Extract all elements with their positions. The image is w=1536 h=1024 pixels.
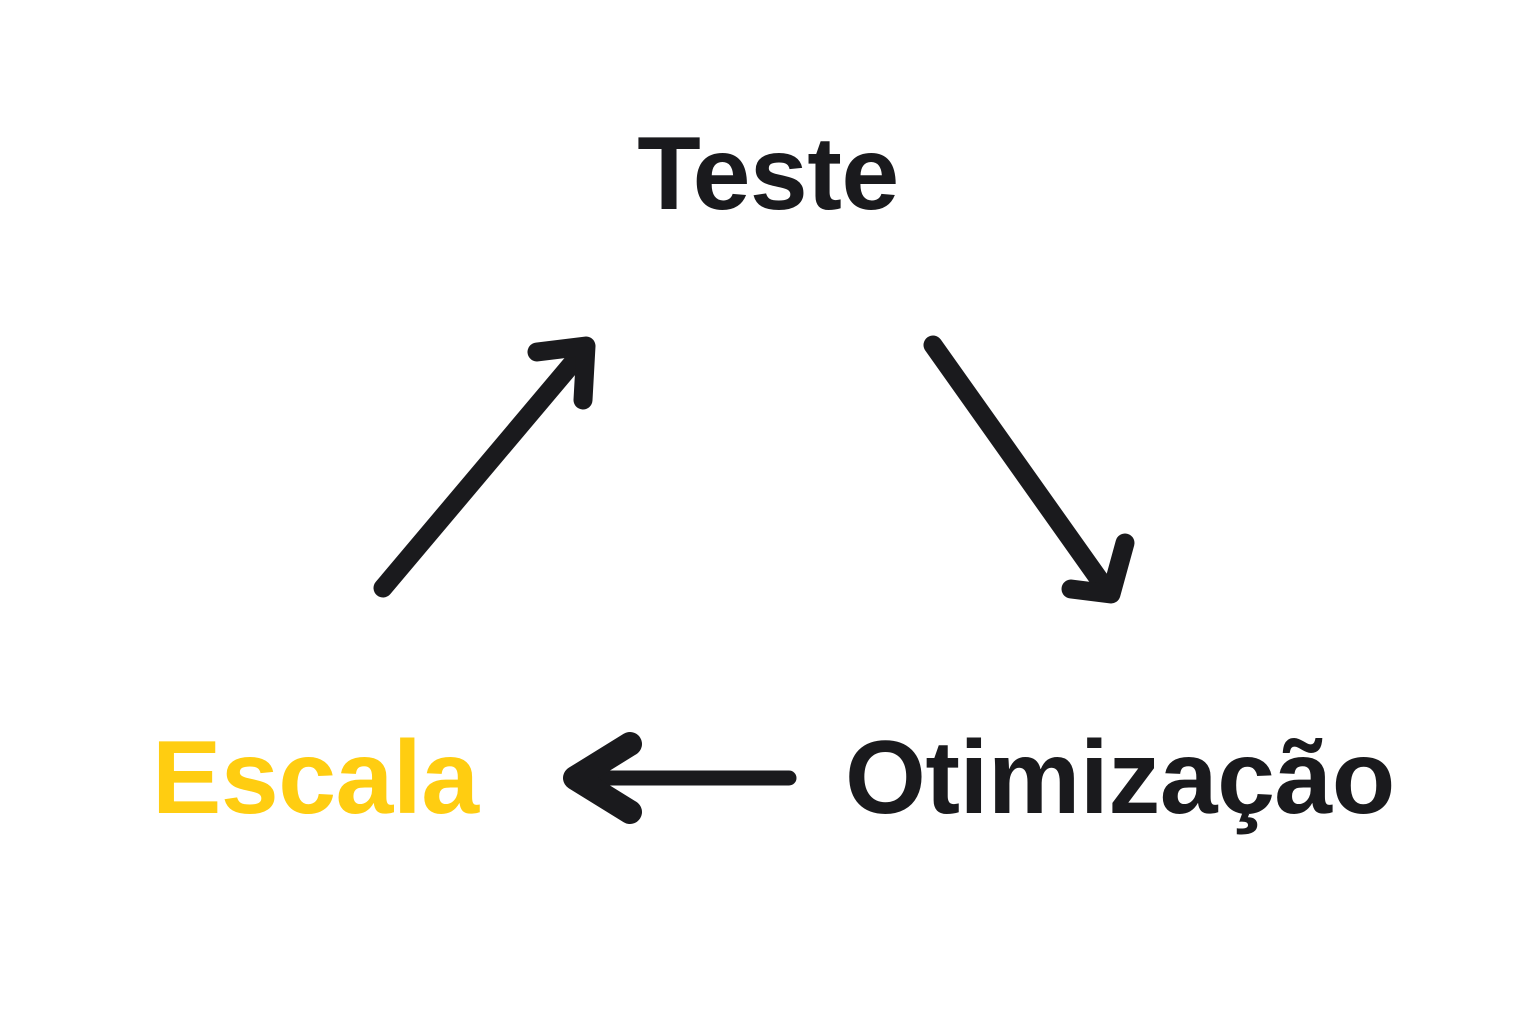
arrow-escala-to-teste-icon: [373, 336, 596, 598]
arrow-teste-to-otimizacao-icon: [923, 335, 1135, 604]
arrow-otimizacao-to-escala-icon: [563, 732, 797, 824]
node-label-escala: Escala: [152, 720, 479, 836]
node-label-otimizacao: Otimização: [845, 720, 1395, 836]
node-label-teste: Teste: [637, 116, 899, 232]
